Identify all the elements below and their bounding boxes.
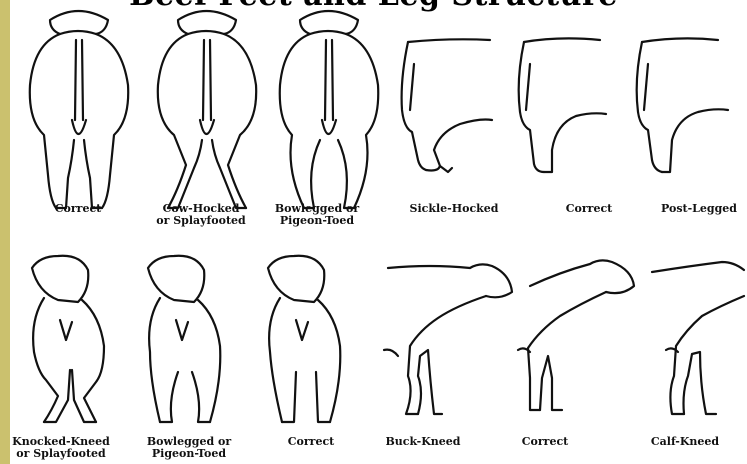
caption-post-legged: Post-Legged [654,203,744,215]
front-view-correct [268,256,340,422]
side-view-correct-front [518,260,634,410]
caption-knock-kneed: Knocked-Kneed or Splayfooted [4,436,118,460]
front-view-knock-kneed [32,256,104,422]
side-view-sickle-hocked [402,39,492,172]
rear-view-bowlegged [280,11,379,208]
caption-rear-correct: Correct [40,203,116,215]
caption-front-correct: Correct [266,436,356,448]
caption-cow-hocked: Cow-Hocked or Splayfooted [146,203,256,227]
caption-rear-bowlegged: Bowlegged or Pigeon-Toed [262,203,372,227]
caption-sickle-hocked: Sickle-Hocked [394,203,514,215]
side-view-calf-kneed [652,262,744,414]
side-view-post-legged [637,38,728,172]
side-view-correct-rear [519,38,606,172]
rear-view-correct [30,11,128,208]
caption-side-correct-front: Correct [500,436,590,448]
caption-side-correct-rear: Correct [544,203,634,215]
caption-front-bowlegged: Bowlegged or Pigeon-Toed [134,436,244,460]
front-view-bowlegged [148,256,220,422]
side-view-buck-kneed [384,264,512,414]
caption-calf-kneed: Calf-Kneed [640,436,730,448]
caption-buck-kneed: Buck-Kneed [378,436,468,448]
rear-view-cow-hocked [158,11,256,208]
